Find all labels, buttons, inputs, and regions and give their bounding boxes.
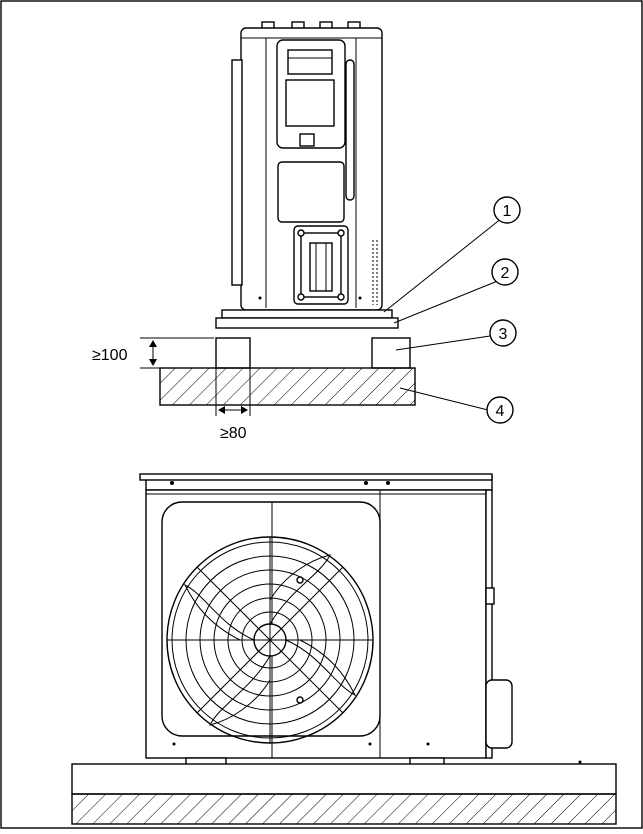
dimension-width: ≥80 — [215, 368, 251, 442]
callout-4-label: 4 — [496, 403, 505, 420]
front-view — [71, 473, 617, 825]
dimension-height: ≥100 — [92, 337, 214, 369]
dimension-width-label: ≥80 — [220, 425, 247, 442]
front-foundation — [71, 793, 617, 825]
foot-left — [215, 337, 251, 369]
callout-3 — [489, 319, 517, 347]
callout-3-label: 3 — [499, 326, 508, 343]
callout-2 — [491, 258, 519, 286]
front-base — [71, 763, 617, 795]
fan-grille — [166, 536, 374, 744]
foundation — [159, 367, 416, 406]
callout-1-label: 1 — [503, 203, 512, 220]
side-view — [159, 21, 416, 406]
callout-4 — [486, 396, 514, 424]
fan-panel — [161, 501, 381, 737]
service-cover — [485, 679, 513, 749]
callouts: 1 2 3 4 — [383, 196, 521, 424]
base-plate — [221, 309, 393, 319]
dimension-height-label: ≥100 — [92, 347, 128, 364]
callout-1 — [493, 196, 521, 224]
damping-strip — [215, 317, 399, 329]
callout-2-label: 2 — [501, 265, 510, 282]
foot-right — [371, 337, 411, 369]
